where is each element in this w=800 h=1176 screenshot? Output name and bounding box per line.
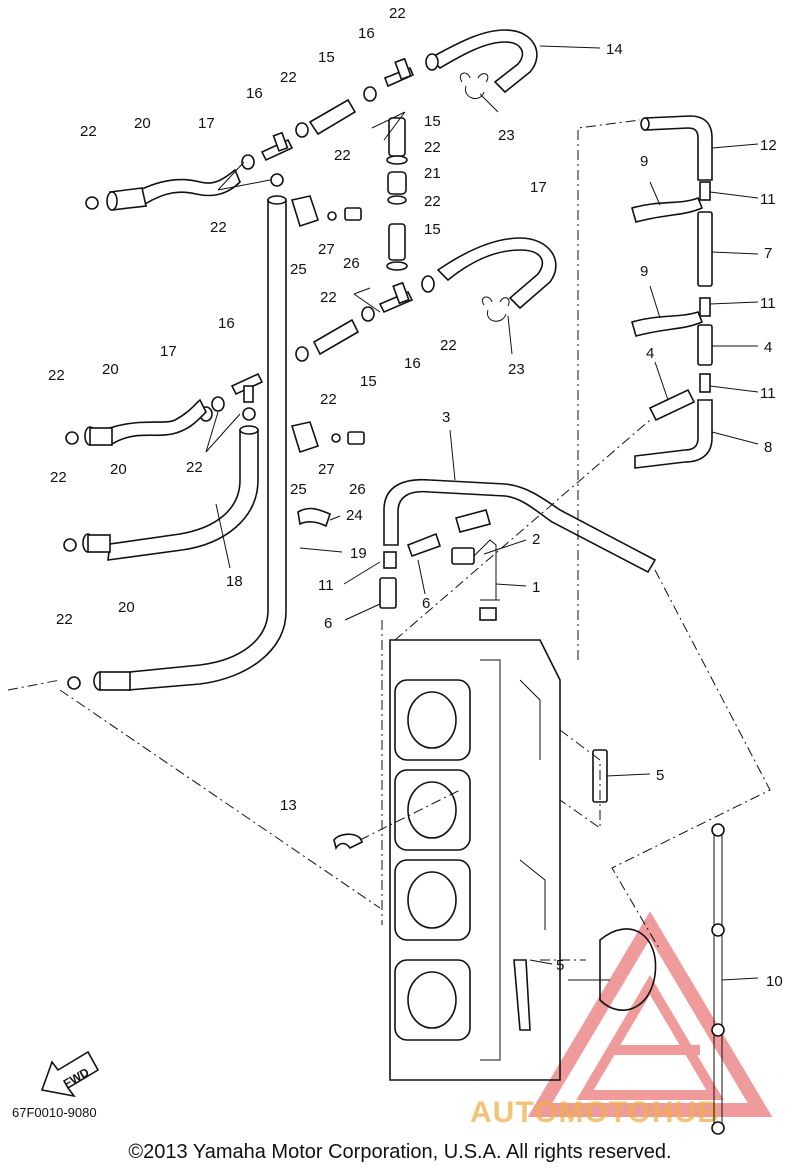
callout-21: 21: [424, 165, 441, 182]
callout-1: 1: [532, 579, 540, 596]
callout-2: 2: [532, 531, 540, 548]
fwd-arrow-icon: FWD: [40, 1050, 100, 1098]
callout-6: 6: [324, 615, 332, 632]
callout-7: 7: [764, 245, 772, 262]
callout-4: 4: [646, 345, 654, 362]
callout-4: 4: [764, 339, 772, 356]
callout-26: 26: [343, 255, 360, 272]
callout-8: 8: [764, 439, 772, 456]
callout-18: 18: [226, 573, 243, 590]
watermark-logo: [527, 911, 773, 1117]
callout-5: 5: [556, 957, 564, 974]
reference-lines: [7, 111, 771, 961]
callout-11: 11: [760, 385, 776, 402]
callout-11: 11: [760, 191, 776, 208]
callout-15: 15: [424, 221, 441, 238]
middle-hose-assembly: [65, 237, 557, 446]
callout-3: 3: [442, 409, 450, 426]
callout-22: 22: [334, 147, 351, 164]
callout-11: 11: [318, 577, 334, 594]
clip-22-top: [425, 53, 439, 71]
callout-10: 10: [766, 973, 783, 990]
callout-15: 15: [360, 373, 377, 390]
callout-23: 23: [508, 361, 525, 378]
callout-27: 27: [318, 241, 335, 258]
callout-22: 22: [210, 219, 227, 236]
callout-22: 22: [56, 611, 73, 628]
callout-22: 22: [186, 459, 203, 476]
callout-25: 25: [290, 261, 307, 278]
callout-20: 20: [102, 361, 119, 378]
callout-11: 11: [760, 295, 776, 312]
fuel-pump-assembly: [379, 478, 657, 621]
callout-20: 20: [118, 599, 135, 616]
callout-labels: 22 16 14 15 22 16 22 20 17 15 23 12 22 2…: [48, 5, 783, 990]
callout-26: 26: [349, 481, 366, 498]
upper-hose-assembly: [67, 29, 538, 691]
callout-17: 17: [198, 115, 215, 132]
callout-22: 22: [48, 367, 65, 384]
right-hose-assembly: [631, 115, 713, 469]
callout-22: 22: [80, 123, 97, 140]
callout-6: 6: [422, 595, 430, 612]
callout-17: 17: [160, 343, 177, 360]
hose-18-assembly: [63, 407, 259, 561]
carburetor-block: [333, 639, 657, 1081]
callout-15: 15: [424, 113, 441, 130]
callout-14: 14: [606, 41, 623, 58]
callout-22: 22: [280, 69, 297, 86]
callout-22: 22: [50, 469, 67, 486]
callout-16: 16: [246, 85, 263, 102]
callout-5: 5: [656, 767, 664, 784]
callout-27: 27: [318, 461, 335, 478]
callout-13: 13: [280, 797, 297, 814]
callout-22: 22: [320, 289, 337, 306]
watermark-text: AUTOMOTOHUB: [470, 1096, 720, 1129]
callout-9: 9: [640, 153, 648, 170]
callout-22: 22: [389, 5, 406, 22]
copyright-notice: ©2013 Yamaha Motor Corporation, U.S.A. A…: [128, 1141, 672, 1163]
callout-22: 22: [424, 193, 441, 210]
callout-16: 16: [358, 25, 375, 42]
callout-24: 24: [346, 507, 363, 524]
callout-16: 16: [404, 355, 421, 372]
callout-12: 12: [760, 137, 777, 154]
callout-17: 17: [530, 179, 547, 196]
leader-lines: [215, 45, 759, 981]
callout-20: 20: [134, 115, 151, 132]
callout-19: 19: [350, 545, 367, 562]
callout-25: 25: [290, 481, 307, 498]
callout-16: 16: [218, 315, 235, 332]
mounting-hardware: [290, 195, 365, 528]
link-rod-10: [711, 823, 725, 1135]
callout-20: 20: [110, 461, 127, 478]
callout-15: 15: [318, 49, 335, 66]
callout-22: 22: [440, 337, 457, 354]
center-filter-stack: [386, 117, 408, 271]
callout-22: 22: [424, 139, 441, 156]
callout-22: 22: [320, 391, 337, 408]
diagram-code: 67F0010-9080: [12, 1105, 97, 1120]
callout-23: 23: [498, 127, 515, 144]
callout-9: 9: [640, 263, 648, 280]
